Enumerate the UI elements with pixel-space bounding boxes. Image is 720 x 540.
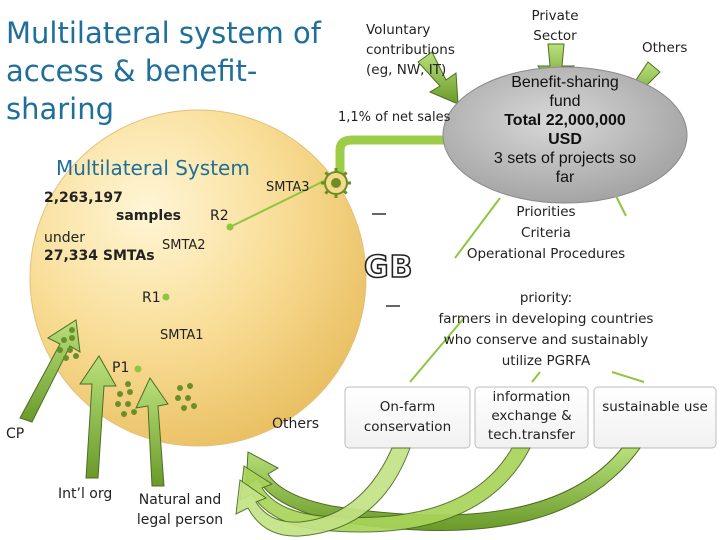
fund-line-1: Benefit-sharing xyxy=(511,74,619,91)
priority-line-4: utilize PGRFA xyxy=(501,353,591,369)
contrib-others-label: Others xyxy=(642,40,688,56)
point-r2-label: R2 xyxy=(210,208,229,224)
smta-count: 27,334 SMTAs xyxy=(44,248,155,264)
gb-label: GB xyxy=(363,249,414,286)
smta3-label: SMTA3 xyxy=(266,180,310,195)
mls-label: Multilateral System xyxy=(56,156,250,180)
voluntary-arrow xyxy=(417,51,459,105)
fund-line-2: fund xyxy=(549,93,581,110)
fund-line-3: Total 22,000,000 xyxy=(504,112,626,129)
fund-line-5: 3 sets of projects so xyxy=(493,150,637,167)
fund-line-6: far xyxy=(555,169,575,186)
sample-count: 2,263,197 xyxy=(44,190,123,206)
page-title: Multilateral system of access & benefit-… xyxy=(6,16,321,126)
point-r1-dot xyxy=(162,293,170,301)
under-word: under xyxy=(44,230,86,246)
point-r2-dot xyxy=(226,223,234,231)
fund-line-left xyxy=(454,197,501,259)
info-box xyxy=(474,386,589,449)
sustainable-label: sustainable use xyxy=(602,399,708,415)
sustainable-box xyxy=(593,386,717,449)
mls-sphere xyxy=(29,109,367,447)
fund-line-right xyxy=(615,195,627,217)
natural-legal-label: Natural and legal person xyxy=(136,492,224,528)
natural-legal-arrow xyxy=(135,376,169,487)
point-p1-dot xyxy=(134,365,142,373)
return-arrow-2 xyxy=(239,447,531,533)
benefit-sharing-fund xyxy=(442,66,688,204)
net-sales-label: 1,1% of net sales xyxy=(338,110,451,125)
onfarm-label: On-farm conservation xyxy=(363,399,452,435)
procedures-line-1: Priorities xyxy=(516,204,576,220)
samples-word: samples xyxy=(116,208,182,224)
priority-line-mid xyxy=(531,371,541,383)
users-others-label: Others xyxy=(272,416,320,432)
intl-org-arrow xyxy=(79,355,117,479)
fund-text: Benefit-sharing fund Total 22,000,000 US… xyxy=(470,73,660,187)
dot-cluster-1 xyxy=(57,327,79,361)
dot-cluster-3 xyxy=(175,383,197,411)
priority-line-right xyxy=(611,371,645,383)
smta1-label: SMTA1 xyxy=(160,328,204,343)
intl-org-label: Int’l org xyxy=(58,486,113,502)
dot-cluster-2 xyxy=(115,381,137,417)
fund-line-4: USD xyxy=(548,131,582,148)
procedures-line-3: Operational Procedures xyxy=(466,246,626,262)
cp-label: CP xyxy=(6,426,25,442)
priority-line-1: priority: xyxy=(519,290,573,306)
procedures-text: Priorities Criteria Operational Procedur… xyxy=(448,202,644,265)
return-arrow-3 xyxy=(235,447,411,537)
smta2-label: SMTA2 xyxy=(162,238,206,253)
private-sector-label: Private Sector xyxy=(531,8,579,44)
gear-icon xyxy=(321,168,351,198)
procedures-line-2: Criteria xyxy=(521,225,571,241)
info-label: information exchange & tech.transfer xyxy=(487,389,576,443)
line-r2-gear xyxy=(229,177,331,228)
priority-line-3: who conserve and sustainably xyxy=(443,332,649,348)
voluntary-label: Voluntary contributions (eg, NW, IT) xyxy=(366,22,455,78)
priority-line-2: farmers in developing countries xyxy=(438,311,654,327)
priority-line-left xyxy=(409,317,465,383)
cp-arrow xyxy=(19,319,81,423)
point-r1-label: R1 xyxy=(142,290,161,306)
priority-text: priority: farmers in developing countrie… xyxy=(426,288,666,372)
fund-pipe xyxy=(335,135,448,176)
point-p1-label: P1 xyxy=(112,360,130,376)
